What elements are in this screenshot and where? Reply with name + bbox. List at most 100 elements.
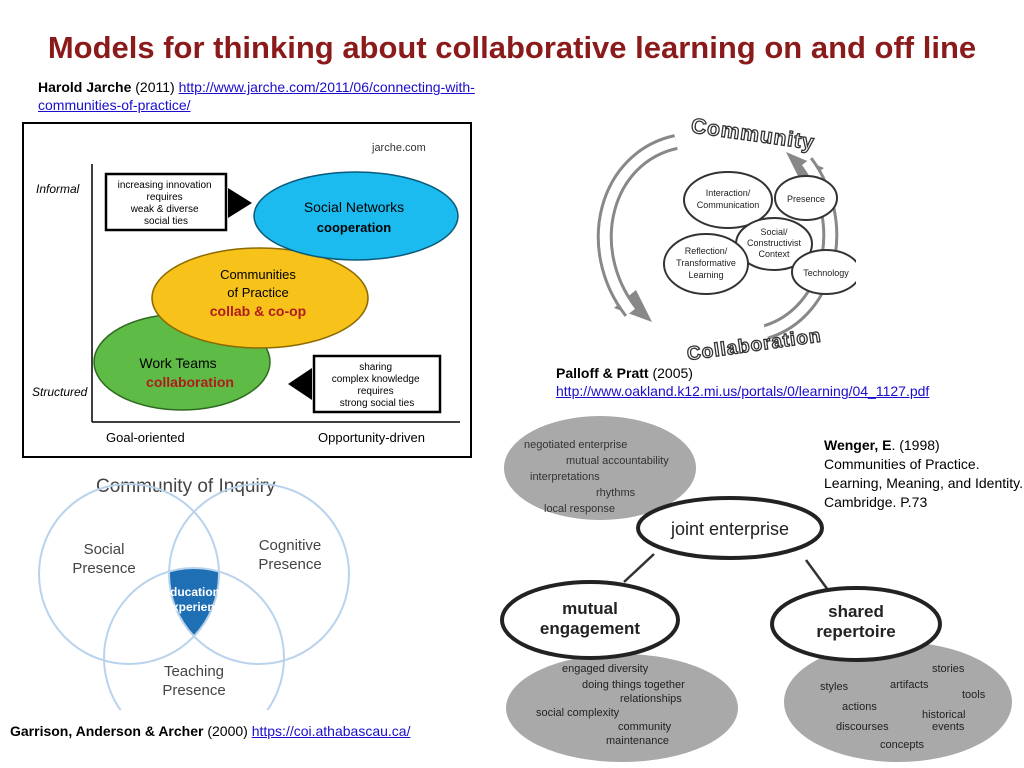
svg-text:relationships: relationships [620,693,682,705]
coi-social-2: Presence [72,560,135,577]
svg-text:artifacts: artifacts [890,679,929,691]
community-word: Community [690,114,816,154]
svg-text:rhythms: rhythms [596,487,636,499]
svg-text:Presence: Presence [787,194,825,204]
svg-text:negotiated enterprise: negotiated enterprise [524,439,627,451]
svg-text:maintenance: maintenance [606,735,669,747]
svg-text:Social Networks: Social Networks [304,199,404,215]
me-items: engaged diversity doing things together … [536,663,685,747]
arrow-icon [614,290,652,322]
jarche-x-right: Opportunity-driven [318,430,425,445]
svg-text:events: events [932,721,965,733]
jarche-box-innovation: increasing innovation requires weak & di… [104,172,252,232]
svg-text:tools: tools [962,689,986,701]
svg-text:cooperation: cooperation [317,220,391,235]
svg-text:community: community [618,721,672,733]
svg-text:Communication: Communication [697,200,760,210]
wenger-author: Wenger, E [824,437,892,453]
je-items-cloud [504,416,696,520]
jarche-source: jarche.com [371,142,426,154]
communities-ellipse: Communities of Practice collab & co-op [151,247,369,349]
wenger-diagram: negotiated enterprise mutual accountabil… [500,416,1012,762]
svg-text:interpretations: interpretations [530,471,600,483]
mutual-engagement-node: mutual engagement [500,580,680,660]
jarche-year: (2011) [131,79,179,95]
coi-diagram: Community of Inquiry Social Presence Cog… [38,476,350,710]
svg-text:concepts: concepts [880,739,925,751]
arrow-right-icon [228,188,252,218]
coi-social-circle [38,483,220,665]
coi-title: Community of Inquiry [96,476,276,497]
me-items-cloud [506,654,738,762]
svg-text:collab & co-op: collab & co-op [210,303,306,319]
palloff-year: (2005) [648,365,693,381]
jarche-author: Harold Jarche [38,79,132,95]
coi-center-2: Experience [164,600,228,614]
coi-cognitive-1: Cognitive [259,537,322,554]
coi-cognitive-circle [168,483,350,665]
coi-cognitive-2: Presence [258,556,321,573]
node-social: Social/ Constructivist Context [735,217,813,271]
svg-text:actions: actions [842,701,877,713]
palloff-diagram: Community Collaboration Interaction/ Com… [596,114,856,362]
node-technology: Technology [791,249,856,295]
palloff-link[interactable]: http://www.oakland.k12.mi.us/portals/0/l… [556,383,930,399]
svg-text:collaboration: collaboration [146,374,234,390]
wenger-citation: Wenger, E. (1998) Communities of Practic… [824,436,1024,512]
svg-text:engagement: engagement [540,619,640,638]
palloff-author: Palloff & Pratt [556,365,649,381]
arrow-left-icon [288,368,312,400]
connector-je-sr [804,559,830,591]
garrison-citation: Garrison, Anderson & Archer (2000) https… [10,722,610,740]
coi-teaching-1: Teaching [164,663,224,680]
svg-text:local response: local response [544,503,615,515]
svg-text:increasing innovation re: increasing innovation requires weak & di… [118,180,215,227]
svg-text:discourses: discourses [836,721,889,733]
jarche-x-left: Goal-oriented [106,430,185,445]
garrison-link[interactable]: https://coi.athabascau.ca/ [251,723,411,739]
je-items: negotiated enterprise mutual accountabil… [524,439,669,515]
svg-text:social complexity: social complexity [536,707,620,719]
joint-enterprise-node: joint enterprise [636,496,824,560]
coi-teaching-2: Presence [162,682,225,699]
slide-title: Models for thinking about collaborative … [47,30,977,65]
coi-social-1: Social [84,541,125,558]
svg-text:Communities: Communities [220,267,296,282]
svg-text:sharing complex knowledg: sharing complex knowledge requires stron… [332,362,423,409]
jarche-citation: Harold Jarche (2011) http://www.jarche.c… [38,78,558,114]
coi-teaching-circle [103,567,285,710]
svg-text:Learning: Learning [688,270,723,280]
svg-text:Technology: Technology [803,268,849,278]
jarche-box-knowledge: sharing complex knowledge requires stron… [288,354,442,414]
sr-items-cloud [784,642,1012,762]
svg-text:joint enterprise: joint enterprise [670,519,789,539]
jarche-y-top: Informal [36,182,80,196]
jarche-diagram: jarche.com Informal Structured Goal-orie… [22,122,472,458]
svg-text:stories: stories [932,663,965,675]
jarche-y-bottom: Structured [32,385,88,399]
node-reflection: Reflection/ Transformative Learning [663,233,749,295]
svg-text:Transformative: Transformative [676,258,736,268]
sr-items: stories styles artifacts tools actions h… [820,663,986,751]
svg-text:shared: shared [828,602,884,621]
jarche-link[interactable]: http://www.jarche.com/2011/06/connecting… [38,79,475,113]
social-networks-ellipse: Social Networks cooperation [253,171,459,261]
svg-text:doing things together: doing things together [582,679,685,691]
shared-repertoire-node: shared repertoire [770,586,942,662]
svg-text:repertoire: repertoire [816,622,895,641]
svg-text:Interaction/: Interaction/ [706,188,751,198]
svg-text:Context: Context [758,249,790,259]
garrison-year: (2000) [203,723,252,739]
garrison-author: Garrison, Anderson & Archer [10,723,204,739]
svg-text:styles: styles [820,681,849,693]
svg-text:Work Teams: Work Teams [139,355,216,371]
node-presence: Presence [774,175,838,221]
svg-text:Constructivist: Constructivist [747,238,802,248]
wenger-rest: . (1998) Communities of Practice. Learni… [824,437,1023,510]
svg-text:mutual: mutual [562,599,618,618]
svg-text:Reflection/: Reflection/ [685,246,728,256]
node-interaction: Interaction/ Communication [683,171,773,229]
svg-text:Social/: Social/ [760,227,788,237]
svg-text:mutual accountability: mutual accountability [566,455,669,467]
svg-text:of Practice: of Practice [227,285,288,300]
